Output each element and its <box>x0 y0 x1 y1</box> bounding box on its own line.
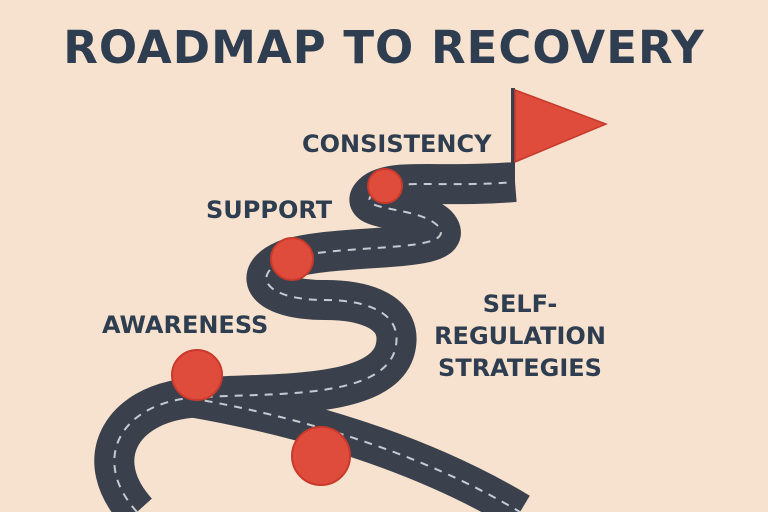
milestone-label-self-regulation-line1: SELF-REGULATION <box>434 290 606 350</box>
milestone-label-consistency: CONSISTENCY <box>302 130 492 158</box>
milestone-label-awareness: AWARENESS <box>102 311 269 339</box>
milestone-label-self-regulation-line2: STRATEGIES <box>438 354 602 382</box>
milestone-marker-consistency <box>367 168 403 204</box>
milestone-marker-support <box>270 237 314 281</box>
diagram-title: ROADMAP TO RECOVERY <box>63 21 705 74</box>
milestone-marker-awareness <box>171 349 223 401</box>
milestone-label-self-regulation: SELF-REGULATION STRATEGIES <box>404 288 636 384</box>
road-extension <box>186 379 530 512</box>
milestone-label-support: SUPPORT <box>206 196 333 224</box>
milestone-marker-self-regulation <box>291 426 351 486</box>
flag-icon <box>511 88 609 186</box>
